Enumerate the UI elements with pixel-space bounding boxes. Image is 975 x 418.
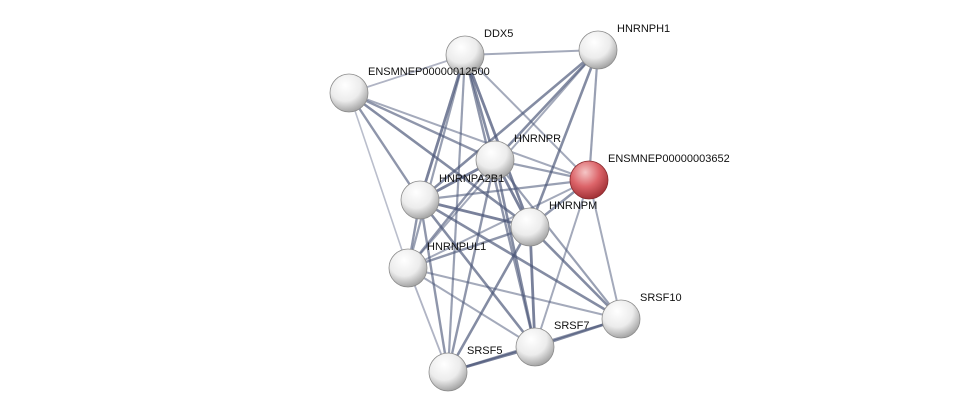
node-circle[interactable] <box>515 327 555 367</box>
edge-ensmnep3652-srsf7[interactable] <box>534 179 590 348</box>
node-circle[interactable] <box>400 180 440 220</box>
node-label: SRSF5 <box>467 345 502 357</box>
node-hnrnpr[interactable]: HNRNPR <box>475 133 561 180</box>
edge-hnrnpa2b1-srsf7[interactable] <box>418 199 537 348</box>
edge-ddx5-ensmnep2500[interactable] <box>348 54 466 94</box>
edge-hnrnpm-srsf10[interactable] <box>529 226 622 320</box>
node-srsf10[interactable]: SRSF10 <box>601 292 682 339</box>
edge-hnrnpm-srsf7[interactable] <box>528 226 537 348</box>
edge-ensmnep2500-hnrnpa2b1[interactable] <box>348 92 421 201</box>
node-hnrnpa2b1[interactable]: HNRNPA2B1 <box>400 173 504 220</box>
edge-ddx5-hnrnpul1[interactable] <box>406 54 467 269</box>
edge-hnrnpr-srsf10[interactable] <box>494 159 622 320</box>
node-circle[interactable] <box>329 73 369 113</box>
node-srsf5[interactable]: SRSF5 <box>428 345 502 392</box>
node-srsf7[interactable]: SRSF7 <box>515 320 589 367</box>
edge-hnrnpm-srsf5[interactable] <box>446 226 532 373</box>
node-hnrnph1[interactable]: HNRNPH1 <box>578 23 670 70</box>
edge-hnrnpa2b1-srsf10[interactable] <box>419 198 622 321</box>
node-ensmnep2500[interactable]: ENSMNEP00000012500 <box>329 66 490 113</box>
edge-ddx5-ensmnep3652[interactable] <box>464 54 590 181</box>
node-label: HNRNPR <box>514 133 561 145</box>
node-circle[interactable] <box>510 207 550 247</box>
node-circle[interactable] <box>445 35 485 75</box>
edge-hnrnpm-hnrnpul1[interactable] <box>407 225 531 270</box>
edge-hnrnpul1-srsf10[interactable] <box>407 267 622 320</box>
edge-hnrnpul1-srsf7[interactable] <box>407 267 536 348</box>
edge-hnrnph1-hnrnpm[interactable] <box>528 49 600 228</box>
node-circle[interactable] <box>578 30 618 70</box>
edge-ensmnep3652-hnrnpa2b1[interactable] <box>419 178 590 202</box>
edge-ensmnep3652-srsf10[interactable] <box>588 179 622 320</box>
node-circle[interactable] <box>388 248 428 288</box>
edge-ensmnep2500-ensmnep3652[interactable] <box>348 92 590 181</box>
edge-ensmnep3652-hnrnpul1[interactable] <box>407 179 590 269</box>
node-label: HNRNPUL1 <box>427 241 486 253</box>
edge-hnrnph1-hnrnpa2b1[interactable] <box>419 49 599 201</box>
node-circle[interactable] <box>428 352 468 392</box>
edge-hnrnph1-ensmnep3652[interactable] <box>587 49 600 181</box>
edge-ddx5-hnrnph1[interactable] <box>464 49 599 56</box>
node-circle[interactable] <box>601 299 641 339</box>
node-ddx5[interactable]: DDX5 <box>445 28 513 75</box>
node-label: DDX5 <box>484 28 513 40</box>
node-circle[interactable] <box>569 160 609 200</box>
node-label: SRSF10 <box>640 292 682 304</box>
node-label: SRSF7 <box>554 320 589 332</box>
node-ensmnep3652[interactable]: ENSMNEP00000003652 <box>569 153 730 200</box>
edge-hnrnpr-hnrnpul1[interactable] <box>407 159 496 269</box>
node-label: HNRNPA2B1 <box>439 173 504 185</box>
node-hnrnpul1[interactable]: HNRNPUL1 <box>388 241 486 288</box>
node-circle[interactable] <box>475 140 515 180</box>
node-hnrnpm[interactable]: HNRNPM <box>510 200 597 247</box>
edge-hnrnpa2b1-srsf5[interactable] <box>418 199 450 373</box>
node-label: ENSMNEP00000003652 <box>608 153 730 165</box>
node-label: HNRNPM <box>549 200 597 212</box>
edge-ensmnep2500-hnrnpm[interactable] <box>348 91 531 229</box>
node-label: ENSMNEP00000012500 <box>368 66 490 78</box>
edge-ensmnep2500-hnrnpr[interactable] <box>348 91 496 162</box>
edge-ensmnep2500-hnrnpul1[interactable] <box>348 92 409 269</box>
node-label: HNRNPH1 <box>617 23 670 35</box>
